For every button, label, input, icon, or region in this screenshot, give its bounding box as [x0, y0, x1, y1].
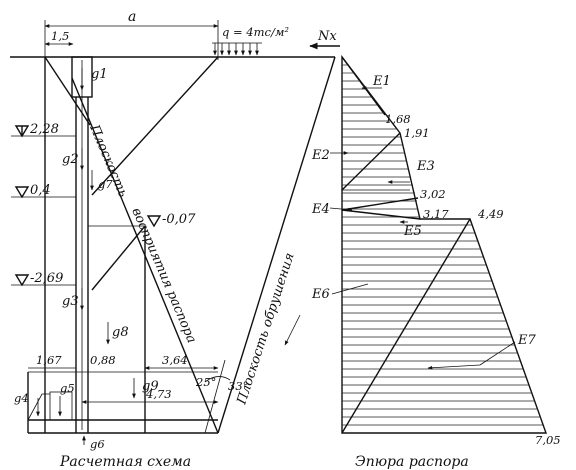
- value-302: 3,02: [420, 187, 446, 201]
- g8-label: g8: [112, 325, 129, 340]
- load-arrows: [213, 43, 259, 56]
- value-317: 3,17: [423, 207, 449, 221]
- caption-calculation-scheme: Расчетная схема: [59, 454, 191, 470]
- dim-167: 1,67: [36, 353, 62, 367]
- e1-label: E1: [372, 74, 391, 89]
- nx-label: Nx: [317, 29, 337, 44]
- g4-label: g4: [14, 391, 29, 405]
- angle-33: 33°: [228, 379, 248, 393]
- g3-label: g3: [62, 294, 79, 309]
- g6-label: g6: [90, 437, 105, 451]
- e6-label: E6: [311, 287, 330, 302]
- value-168: 1,68: [385, 112, 411, 126]
- dimension-a-label: a: [128, 9, 136, 25]
- dim-364: 3,64: [162, 353, 188, 367]
- g1-label: g1: [91, 67, 108, 82]
- svg-text:-2,69: -2,69: [30, 271, 63, 286]
- g9-label: g9: [142, 379, 159, 394]
- dim-473: 4,73: [145, 387, 172, 401]
- e7-label: E7: [517, 333, 536, 348]
- caption-thrust-diagram: Эпюра распора: [355, 454, 469, 470]
- load-label: q = 4тс/м²: [222, 25, 289, 39]
- level-mark-04: 0,4: [14, 183, 51, 199]
- svg-text:2,28: 2,28: [29, 122, 59, 137]
- value-191: 1,91: [404, 126, 430, 140]
- value-705: 7,05: [535, 433, 561, 447]
- thrust-diagram: E1 E2 E3 E4 E5 E6 E7 1,68 1,91 3,02 3,17…: [311, 54, 561, 470]
- level-mark-007: -0,07: [146, 212, 196, 228]
- level-mark-269: -2,69: [14, 271, 63, 287]
- g5-label: g5: [60, 381, 75, 395]
- e3-label: E3: [416, 159, 435, 174]
- svg-text:0,4: 0,4: [30, 183, 51, 198]
- level-mark-228: 2,28: [14, 122, 59, 138]
- g2-label: g2: [62, 152, 79, 167]
- g7-label: g7: [98, 177, 113, 191]
- calculation-scheme: a 1,5 q = 4тс/м² Nx: [10, 9, 340, 470]
- collapse-plane-line: [217, 56, 336, 434]
- e5-label: E5: [403, 224, 422, 239]
- thrust-diagram-hatching: [342, 64, 543, 426]
- dimension-1-5-label: 1,5: [51, 29, 69, 43]
- svg-text:-0,07: -0,07: [162, 212, 196, 227]
- thrust-diagram-outline: [341, 54, 547, 434]
- e2-label: E2: [311, 148, 330, 163]
- value-449: 4,49: [477, 207, 504, 221]
- dim-088: 0,88: [90, 353, 116, 367]
- e4-label: E4: [311, 202, 330, 217]
